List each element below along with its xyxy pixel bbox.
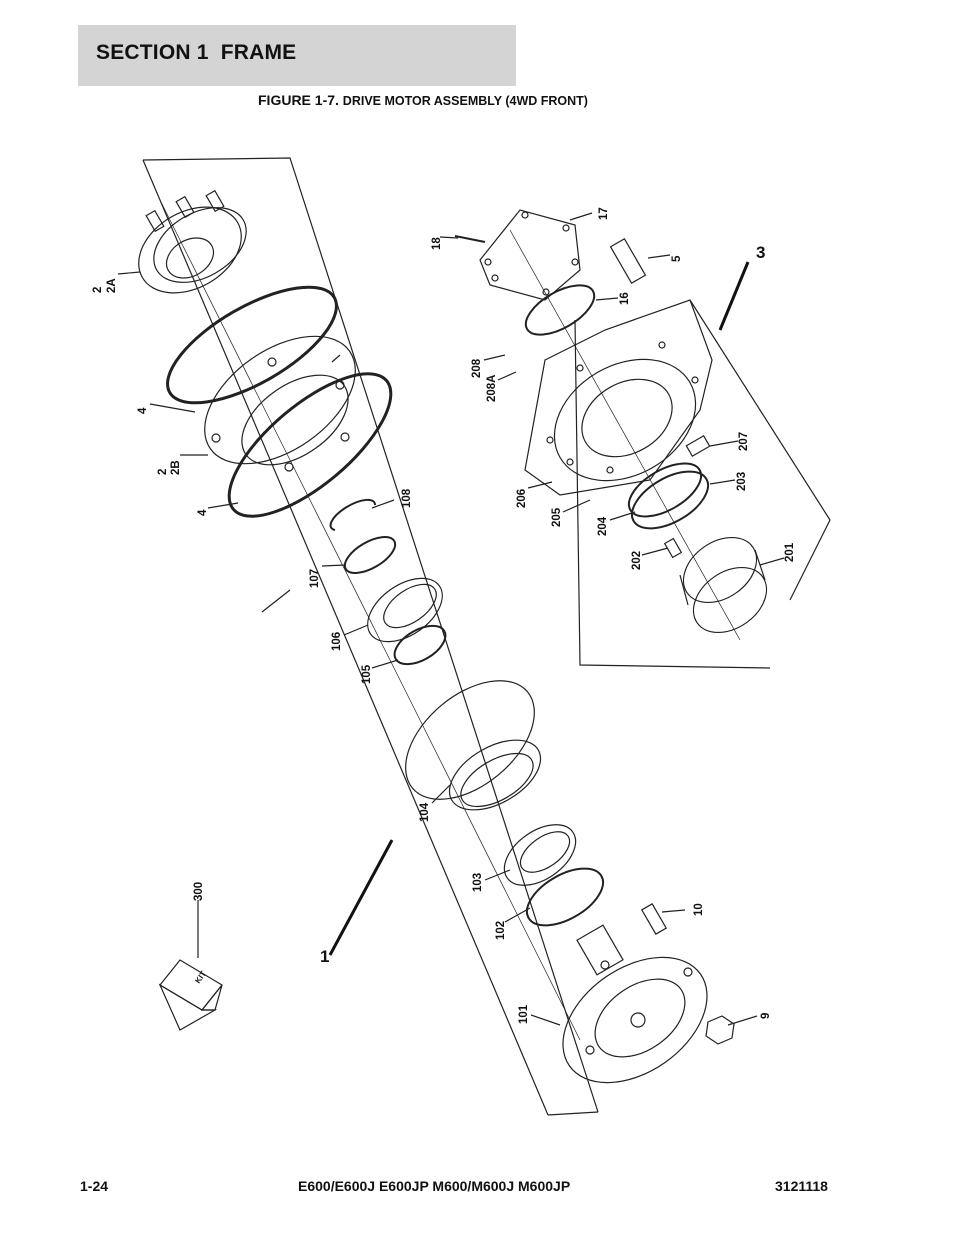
figure-caption: FIGURE 1-7. DRIVE MOTOR ASSEMBLY (4WD FR…: [258, 92, 588, 108]
footer-page-number: 1-24: [80, 1178, 109, 1194]
callout-201: 201: [784, 542, 796, 562]
part-17-cover: [479, 209, 581, 301]
callout-203: 203: [736, 472, 748, 491]
part-204-ring: [631, 470, 709, 530]
part-104-hub: [405, 680, 542, 811]
callout-204: 204: [597, 516, 609, 536]
part-4-oring-lower: [227, 372, 393, 518]
footer-models: E600/E600J E600JP M600/M600J M600JP: [298, 1178, 571, 1194]
callout-208a: 208A: [486, 375, 498, 403]
part-203-ring: [627, 462, 703, 518]
part-206-motor-housing: [524, 299, 713, 496]
callout-104: 104: [419, 802, 431, 822]
section-header: SECTION 1 FRAME: [78, 25, 516, 86]
assembly-1-leader: [328, 839, 394, 956]
callout-9: 9: [760, 1013, 772, 1019]
kit-box-label: KIT: [193, 969, 208, 985]
part-207-plug: [685, 434, 711, 458]
part-16-oring: [524, 284, 596, 336]
part-2b-housing: [204, 335, 356, 472]
part-2a-coupler: [138, 189, 247, 294]
figure-title: DRIVE MOTOR ASSEMBLY (4WD FRONT): [342, 94, 588, 108]
callout-106: 106: [331, 632, 343, 651]
part-201-piston: [679, 536, 768, 634]
callout-17: 17: [598, 207, 610, 220]
callout-10: 10: [693, 903, 705, 916]
part-9-nut: [705, 1015, 735, 1045]
part-105-race: [393, 624, 447, 666]
part-10-stud: [640, 903, 668, 935]
callout-108: 108: [401, 488, 413, 508]
part-4-oring-upper: [166, 285, 338, 405]
callout-4-upper: 4: [137, 407, 149, 414]
callout-3: 3: [756, 243, 765, 262]
callout-207: 207: [738, 432, 750, 451]
part-108-snap-ring: [329, 498, 377, 531]
assembly-3-outline: [689, 299, 831, 601]
callout-1: 1: [320, 947, 329, 966]
part-101-shaft-flange: [562, 924, 708, 1084]
callout-208: 208: [471, 358, 483, 378]
callout-101: 101: [518, 1004, 530, 1024]
callout-16: 16: [619, 292, 631, 305]
assembly-1-outline-left: [142, 159, 549, 1116]
part-106-bearing: [367, 577, 443, 643]
callout-2: 2: [92, 287, 104, 293]
section-title: SECTION 1 FRAME: [96, 41, 297, 64]
part-107-ring: [343, 536, 397, 574]
part-103-bearing: [503, 824, 577, 886]
callout-107: 107: [309, 569, 321, 588]
assembly-3-leader: [718, 261, 750, 331]
callout-300: 300: [193, 882, 205, 901]
part-202-spring: [663, 537, 683, 559]
callout-206: 206: [516, 489, 528, 508]
part-102-seal: [526, 867, 604, 927]
callout-105: 105: [361, 664, 373, 684]
figure-number: FIGURE 1-7.: [258, 92, 339, 108]
callout-102: 102: [495, 921, 507, 940]
part-18-screw: [454, 235, 486, 243]
part-300-kit-box: [158, 959, 223, 1031]
callout-2b: 2B: [170, 460, 182, 475]
callout-5: 5: [671, 255, 683, 262]
callout-205: 205: [551, 507, 563, 527]
callout-18: 18: [431, 237, 443, 250]
callout-103: 103: [472, 873, 484, 892]
footer-doc-number: 3121118: [775, 1178, 828, 1194]
callout-2-b: 2: [157, 469, 169, 475]
callout-2a: 2A: [106, 278, 118, 293]
assembly-1-outline-right: [142, 157, 599, 1113]
callout-4-lower: 4: [197, 509, 209, 516]
callout-202: 202: [631, 551, 643, 570]
part-5-bolt: [609, 237, 647, 285]
